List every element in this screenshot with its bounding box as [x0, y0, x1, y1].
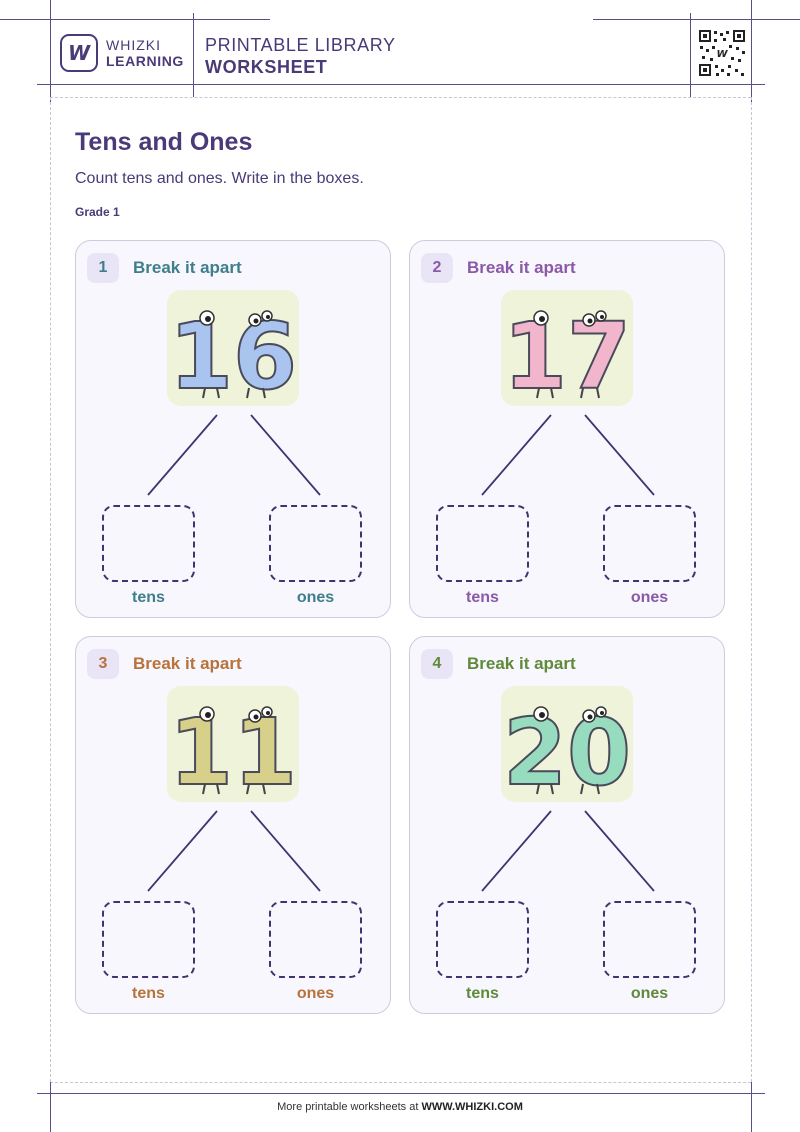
frame-line-qr-left	[690, 13, 691, 97]
dashed-border-left	[50, 97, 51, 1082]
monster-legs	[536, 783, 600, 795]
worksheet-title: Tens and Ones	[75, 128, 253, 156]
logo-letter: W	[67, 41, 91, 65]
monster-digits: 16	[169, 303, 297, 406]
monster-number-picture: 20	[501, 686, 633, 807]
ones-answer-box[interactable]	[269, 505, 362, 582]
frame-line-footer-left	[50, 1082, 51, 1132]
tens-answer-box[interactable]	[436, 505, 529, 582]
exercise-card-4: 4 Break it apart 20 tens	[409, 636, 725, 1014]
exercise-card-1: 1 Break it apart 16 tens	[75, 240, 391, 618]
monster-eyes	[199, 706, 273, 723]
frame-line-header-divider	[193, 13, 194, 97]
ones-answer-box[interactable]	[603, 505, 696, 582]
exercise-number: 4	[432, 655, 442, 672]
brand-name: WHIZKI	[106, 37, 161, 53]
dashed-border-bottom	[50, 1082, 751, 1083]
tens-label: tens	[466, 589, 499, 606]
footer-text: More printable worksheets at	[277, 1101, 422, 1113]
frame-line-left	[50, 0, 51, 104]
worksheet-instructions: Count tens and ones. Write in the boxes.	[75, 170, 364, 187]
exercise-heading: Break it apart	[467, 654, 576, 673]
exercise-number-badge: 3	[87, 649, 119, 679]
monster-legs	[202, 387, 266, 399]
frame-line-top-right	[593, 19, 800, 20]
svg-text:W: W	[716, 49, 728, 60]
monster-number-picture: 16	[167, 290, 299, 411]
ones-answer-box[interactable]	[269, 901, 362, 978]
monster-eyes	[533, 310, 607, 327]
library-label: PRINTABLE LIBRARY	[205, 35, 396, 55]
ones-label: ones	[630, 985, 669, 1002]
whizki-logo: W	[60, 34, 98, 72]
monster-digits: 11	[169, 699, 297, 802]
monster-legs	[202, 783, 266, 795]
monster-eyes	[533, 706, 607, 723]
monster-eyes	[199, 310, 273, 327]
exercise-number: 3	[98, 655, 108, 672]
frame-line-footer-top	[37, 1093, 765, 1094]
brand-subtitle: LEARNING	[106, 53, 184, 69]
monster-digits: 17	[503, 303, 631, 406]
monster-number-picture: 11	[167, 686, 299, 807]
worksheet-label: WORKSHEET	[205, 57, 328, 77]
ones-label: ones	[630, 589, 669, 606]
monster-legs	[536, 387, 600, 399]
frame-line-footer-right	[751, 1082, 752, 1132]
frame-line-top-left	[0, 19, 270, 20]
footer-link[interactable]: WWW.WHIZKI.COM	[421, 1101, 523, 1113]
frame-line-header-bottom	[37, 84, 765, 85]
monster-number-picture: 17	[501, 290, 633, 411]
exercise-heading: Break it apart	[133, 258, 242, 277]
dashed-border-top	[50, 97, 751, 98]
monster-number-illustration: 16	[167, 290, 299, 411]
ones-label: ones	[296, 985, 335, 1002]
ones-answer-box[interactable]	[603, 901, 696, 978]
exercise-card-2: 2 Break it apart 17 tens	[409, 240, 725, 618]
monster-digits: 20	[503, 699, 631, 802]
exercise-number-badge: 1	[87, 253, 119, 283]
exercise-number: 1	[98, 259, 108, 276]
footer: More printable worksheets at WWW.WHIZKI.…	[0, 1101, 800, 1113]
exercise-card-3: 3 Break it apart 11 tens	[75, 636, 391, 1014]
exercise-number: 2	[432, 259, 442, 276]
exercise-heading: Break it apart	[467, 258, 576, 277]
frame-line-right	[751, 0, 752, 104]
qr-code-icon: W	[698, 29, 746, 77]
monster-number-illustration: 20	[501, 686, 633, 807]
exercise-number-badge: 2	[421, 253, 453, 283]
tens-label: tens	[132, 589, 165, 606]
ones-label: ones	[296, 589, 335, 606]
dashed-border-right	[751, 97, 752, 1082]
grade-label: Grade 1	[75, 205, 120, 219]
tens-answer-box[interactable]	[102, 505, 195, 582]
tens-label: tens	[132, 985, 165, 1002]
monster-number-illustration: 17	[501, 290, 633, 411]
exercise-heading: Break it apart	[133, 654, 242, 673]
tens-label: tens	[466, 985, 499, 1002]
exercise-number-badge: 4	[421, 649, 453, 679]
tens-answer-box[interactable]	[436, 901, 529, 978]
monster-number-illustration: 11	[167, 686, 299, 807]
tens-answer-box[interactable]	[102, 901, 195, 978]
